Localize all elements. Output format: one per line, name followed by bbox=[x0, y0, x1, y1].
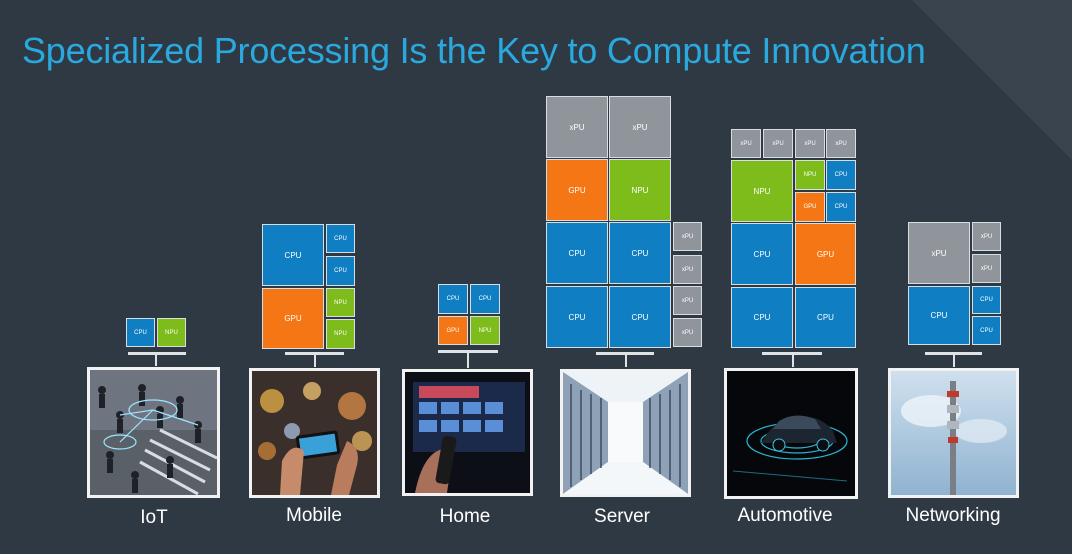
home-gpu-block: GPU bbox=[438, 316, 468, 345]
server-xpu-block: xPU bbox=[673, 255, 702, 284]
automotive-npu-block: NPU bbox=[731, 160, 793, 222]
automotive-cpu-block: CPU bbox=[731, 223, 793, 285]
server-cpu-block: CPU bbox=[609, 222, 671, 284]
automotive-xpu-block: xPU bbox=[826, 129, 856, 158]
networking-xpu-block: xPU bbox=[908, 222, 970, 284]
automotive-connector-bar bbox=[762, 352, 822, 355]
cell-tower-photo bbox=[888, 368, 1019, 498]
label-networking: Networking bbox=[905, 505, 1001, 526]
home-npu-block: NPU bbox=[470, 316, 500, 345]
automotive-gpu-block: GPU bbox=[795, 223, 856, 285]
networking-connector-bar bbox=[925, 352, 982, 355]
label-automotive: Automotive bbox=[737, 505, 833, 526]
mobile-npu-block: NPU bbox=[326, 319, 355, 349]
car-photo bbox=[724, 368, 858, 499]
automotive-xpu-block: xPU bbox=[763, 129, 793, 158]
automotive-cpu-block: CPU bbox=[795, 287, 856, 348]
server-npu-block: NPU bbox=[609, 159, 671, 221]
server-xpu-block: xPU bbox=[609, 96, 671, 158]
networking-cpu-block: CPU bbox=[972, 316, 1001, 345]
server-cpu-block: CPU bbox=[546, 222, 608, 284]
automotive-cpu-block: CPU bbox=[731, 287, 793, 348]
mobile-cpu-block: CPU bbox=[326, 256, 355, 286]
server-xpu-block: xPU bbox=[673, 286, 702, 315]
label-server: Server bbox=[594, 506, 650, 527]
label-home: Home bbox=[439, 506, 491, 527]
mobile-connector-bar bbox=[285, 352, 344, 355]
automotive-npu-block: NPU bbox=[795, 160, 825, 190]
server-connector-bar bbox=[596, 352, 654, 355]
mobile-cpu-block: CPU bbox=[262, 224, 324, 286]
iot-cpu-block: CPU bbox=[126, 318, 155, 347]
iot-npu-block: NPU bbox=[157, 318, 186, 347]
mobile-npu-block: NPU bbox=[326, 288, 355, 317]
networking-xpu-block: xPU bbox=[972, 222, 1001, 251]
networking-xpu-block: xPU bbox=[972, 254, 1001, 283]
home-connector-stem bbox=[467, 353, 469, 368]
networking-cpu-block: CPU bbox=[972, 286, 1001, 314]
server-xpu-block: xPU bbox=[673, 222, 702, 251]
automotive-cpu-block: CPU bbox=[826, 160, 856, 190]
server-connector-stem bbox=[625, 355, 627, 367]
automotive-connector-stem bbox=[792, 355, 794, 367]
server-cpu-block: CPU bbox=[609, 286, 671, 348]
smartphone-photo bbox=[249, 368, 380, 498]
automotive-cpu-block: CPU bbox=[826, 192, 856, 222]
tv-remote-photo bbox=[402, 369, 533, 496]
automotive-xpu-block: xPU bbox=[731, 129, 761, 158]
server-xpu-block: xPU bbox=[546, 96, 608, 158]
networking-connector-stem bbox=[953, 355, 955, 367]
server-gpu-block: GPU bbox=[546, 159, 608, 221]
mobile-cpu-block: CPU bbox=[326, 224, 355, 253]
data-center-photo bbox=[560, 369, 691, 497]
home-cpu-block: CPU bbox=[438, 284, 468, 314]
home-connector-bar bbox=[438, 350, 498, 353]
iot-connector-bar bbox=[128, 352, 186, 355]
networking-cpu-block: CPU bbox=[908, 286, 970, 345]
label-iot: IoT bbox=[140, 507, 168, 528]
crowd-street-photo bbox=[87, 367, 220, 498]
iot-connector-stem bbox=[155, 355, 157, 366]
label-mobile: Mobile bbox=[286, 505, 342, 526]
mobile-connector-stem bbox=[314, 355, 316, 367]
server-xpu-block: xPU bbox=[673, 318, 702, 347]
automotive-gpu-block: GPU bbox=[795, 192, 825, 222]
home-cpu-block: CPU bbox=[470, 284, 500, 314]
automotive-xpu-block: xPU bbox=[795, 129, 825, 158]
background-stripe bbox=[912, 0, 1072, 160]
server-cpu-block: CPU bbox=[546, 286, 608, 348]
page-title: Specialized Processing Is the Key to Com… bbox=[22, 30, 926, 71]
mobile-gpu-block: GPU bbox=[262, 288, 324, 349]
